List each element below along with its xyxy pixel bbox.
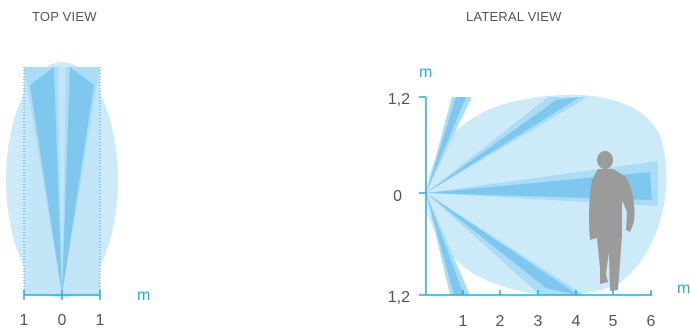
lateral-y-tick-label: 0: [393, 188, 402, 205]
lateral-x-unit: m: [677, 280, 690, 297]
top-view-beam-right: [62, 67, 94, 295]
lateral-beam-up-light: [426, 97, 588, 193]
top-view-diagram: 1 0 1 m: [6, 62, 150, 329]
top-view-tick-label: 0: [58, 312, 67, 329]
lateral-beam-down-light: [426, 193, 584, 295]
lateral-view-diagram: m 1,2 0 1,2 1 2 3 4 5 6 m: [388, 64, 690, 330]
top-view-tick-label: 1: [96, 312, 105, 329]
lateral-x-tick-label: 3: [534, 313, 543, 330]
lateral-beam-down-steep: [426, 193, 464, 295]
lateral-beam-up-steep-light: [426, 97, 472, 193]
top-view-unit: m: [137, 287, 150, 304]
lateral-x-tick-label: 2: [496, 313, 505, 330]
lateral-beam-down: [426, 193, 578, 295]
lateral-y-tick-label: 1,2: [388, 289, 410, 306]
lateral-beam-down-steep-light: [426, 193, 470, 295]
lateral-y-tick-label: 1,2: [388, 91, 410, 108]
lateral-x-tick-label: 1: [459, 313, 468, 330]
lateral-x-tick-label: 6: [647, 313, 656, 330]
top-view-beam-left: [30, 67, 62, 295]
lateral-beam-up-steep: [426, 97, 466, 193]
top-view-title: TOP VIEW: [32, 9, 97, 24]
lateral-x-tick-label: 5: [609, 313, 618, 330]
lateral-view-title: LATERAL VIEW: [466, 9, 562, 24]
person-silhouette-icon: [588, 151, 635, 291]
lateral-y-unit: m: [419, 64, 432, 81]
top-view-tick-label: 1: [20, 312, 29, 329]
lateral-x-tick-label: 4: [572, 313, 581, 330]
lateral-beam-up: [426, 97, 580, 193]
